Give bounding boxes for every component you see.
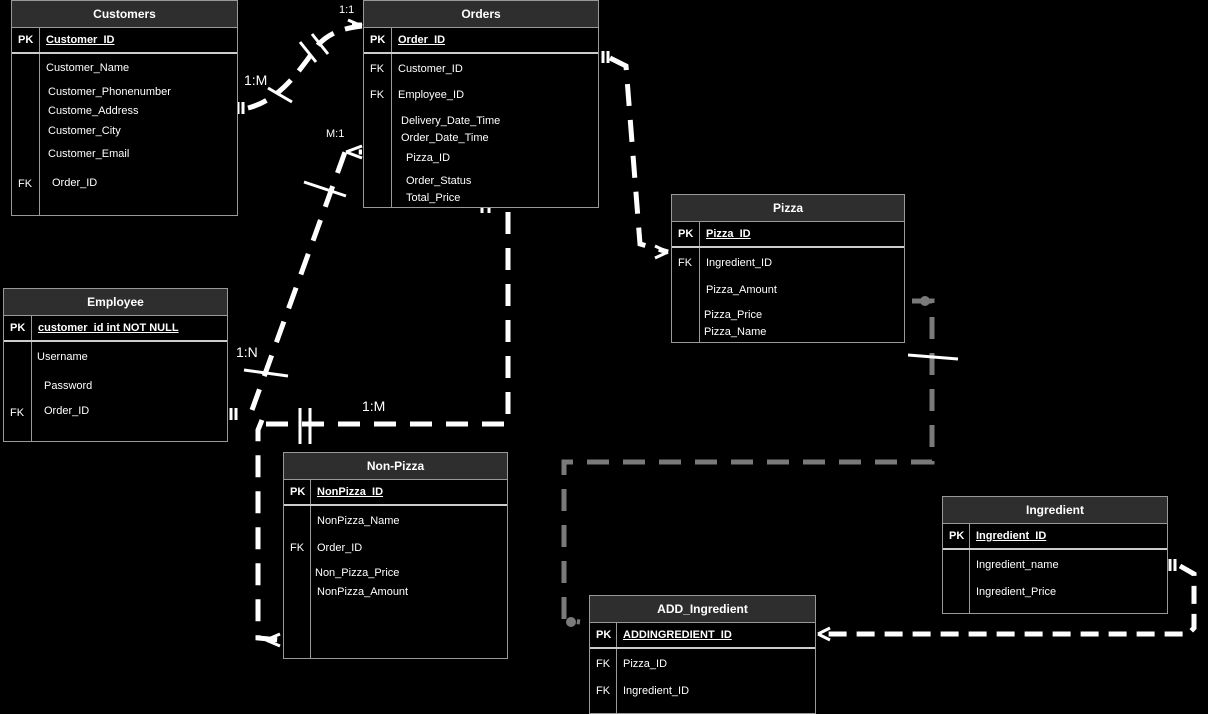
pk-field: ADDINGREDIENT_ID (623, 629, 732, 641)
field: Customer_Name (46, 62, 130, 74)
ingredient-addingredient-markers (817, 559, 1177, 642)
orders-nonpizza-markers (298, 207, 491, 444)
cardinality-nonpizza-orders: 1:M (362, 398, 386, 414)
field: Pizza_Name (704, 326, 767, 338)
field: Pizza_Amount (706, 284, 777, 296)
field: Non_Pizza_Price (315, 567, 400, 579)
fk-label: FK (678, 257, 693, 269)
entity-orders[interactable]: Orders PK Order_ID FK Customer_ID FK Emp… (363, 0, 599, 208)
field: Custome_Address (48, 105, 139, 117)
field: Total_Price (406, 192, 461, 204)
field: Ingredient_ID (623, 685, 690, 697)
field: Ingredient_ID (706, 257, 773, 269)
cardinality-employee: 1:N (236, 344, 258, 360)
cardinality-customers-orders: 1:M (244, 72, 268, 88)
entity-title: Employee (4, 289, 227, 316)
nonpizza-crowfoot (265, 632, 281, 648)
primary-key-row: PK Ingredient_ID (943, 524, 1167, 550)
pk-field: NonPizza_ID (317, 486, 384, 498)
employee-nonpizza-relationship[interactable] (255, 419, 281, 643)
primary-key-row: PK customer_id int NOT NULL (4, 316, 227, 342)
pizza-addingredient-relationship[interactable] (561, 298, 935, 625)
entity-title: Customers (12, 1, 237, 28)
field: Customer_Phonenumber (48, 86, 171, 98)
entity-title: Non-Pizza (284, 453, 507, 480)
pk-label: PK (18, 34, 34, 46)
field: Customer_ID (398, 63, 463, 75)
pk-field: Pizza_ID (706, 228, 751, 240)
customers-orders-relationship[interactable] (247, 23, 363, 111)
field: Customer_Email (48, 148, 130, 160)
field: NonPizza_Amount (317, 586, 409, 598)
pizza-addingredient-markers (566, 296, 959, 627)
fk-label: FK (596, 658, 611, 670)
pk-field: Customer_ID (46, 34, 115, 46)
orders-pizza-markers (601, 51, 669, 260)
field: Order_ID (44, 405, 90, 417)
employee-orders-markers (229, 144, 363, 420)
entity-title: Ingredient (943, 497, 1167, 524)
entity-pizza[interactable]: Pizza PK Pizza_ID FK Ingredient_ID Pizza… (671, 194, 905, 343)
orders-pizza-relationship[interactable] (608, 55, 669, 255)
cardinality-customers-orders-top: 1:1 (339, 4, 355, 16)
pk-label: PK (370, 34, 386, 46)
employee-orders-relationship[interactable] (249, 149, 362, 411)
entity-nonpizza[interactable]: Non-Pizza PK NonPizza_ID NonPizza_Name F… (283, 452, 508, 659)
entity-employee[interactable]: Employee PK customer_id int NOT NULL Use… (3, 288, 228, 442)
fk-label: FK (290, 542, 305, 554)
field: Customer_City (48, 125, 121, 137)
primary-key-row: PK NonPizza_ID (284, 480, 507, 506)
primary-key-row: PK ADDINGREDIENT_ID (590, 623, 815, 649)
pk-label: PK (596, 629, 612, 641)
fk-label: FK (10, 407, 25, 419)
ingredient-addingredient-relationship[interactable] (820, 563, 1197, 637)
field: Pizza_ID (623, 658, 668, 670)
fk-label: FK (370, 89, 385, 101)
primary-key-row: PK Customer_ID (12, 28, 237, 54)
field: Username (37, 351, 88, 363)
fk-label: FK (596, 685, 611, 697)
employee-1n-bar (243, 368, 289, 378)
pk-field: Ingredient_ID (976, 530, 1047, 542)
pk-label: PK (949, 530, 965, 542)
field: Ingredient_name (976, 559, 1059, 571)
field: Delivery_Date_Time (401, 115, 501, 127)
field: Order_ID (317, 542, 363, 554)
primary-key-row: PK Order_ID (364, 28, 598, 54)
field: Order_ID (52, 177, 98, 189)
field: Order_Status (406, 175, 472, 187)
field: NonPizza_Name (317, 515, 400, 527)
entity-ingredient[interactable]: Ingredient PK Ingredient_ID Ingredient_n… (942, 496, 1168, 614)
primary-key-row: PK Pizza_ID (672, 222, 904, 248)
field: Pizza_ID (406, 152, 451, 164)
customers-orders-tick (267, 86, 293, 104)
field: Employee_ID (398, 89, 465, 101)
pk-field: customer_id int NOT NULL (38, 322, 179, 334)
fk-label: FK (18, 178, 33, 190)
field: Ingredient_Price (976, 586, 1057, 598)
pk-label: PK (678, 228, 694, 240)
orders-bar-1 (298, 41, 318, 63)
orders-bar-2 (310, 33, 330, 55)
pk-label: PK (10, 322, 26, 334)
orders-m1-bar (303, 180, 347, 198)
orders-nonpizza-relationship[interactable] (262, 212, 511, 427)
entity-title: Pizza (672, 195, 904, 222)
entity-add-ingredient[interactable]: ADD_Ingredient PK ADDINGREDIENT_ID FK Pi… (589, 595, 816, 714)
pk-field: Order_ID (398, 34, 446, 46)
entity-customers[interactable]: Customers PK Customer_ID Customer_Name C… (11, 0, 238, 216)
pk-label: PK (290, 486, 306, 498)
cardinality-orders-employee: M:1 (326, 128, 345, 140)
entity-title: ADD_Ingredient (590, 596, 815, 623)
fk-label: FK (370, 63, 385, 75)
field: Pizza_Price (704, 309, 763, 321)
entity-title: Orders (364, 1, 598, 28)
field: Order_Date_Time (401, 132, 489, 144)
customers-orders-markers (236, 18, 363, 114)
field: Password (44, 380, 93, 392)
